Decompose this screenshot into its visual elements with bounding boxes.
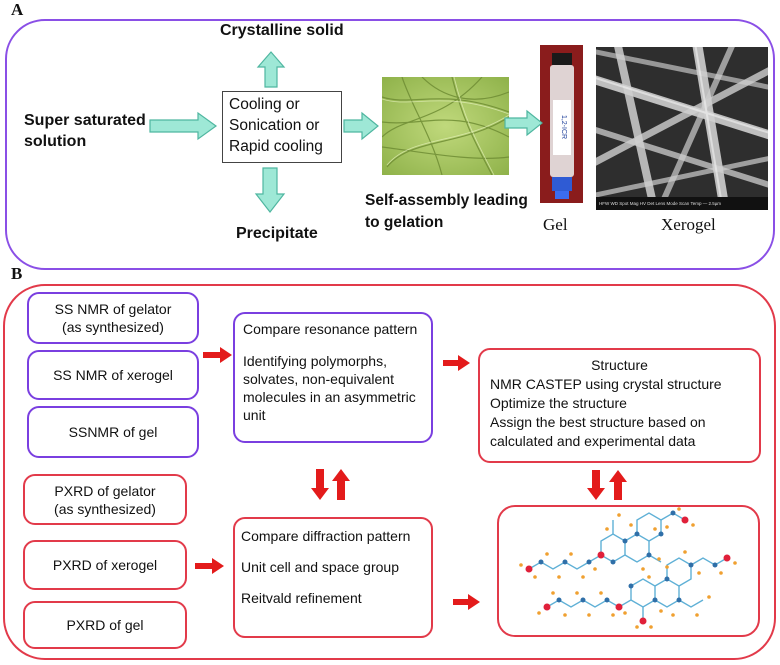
arrow-down-precipitate: [254, 167, 286, 213]
arrow-to-micrograph: [343, 111, 379, 141]
diffraction-line-2: Reitvald refinement: [241, 590, 362, 606]
nmr-gelator-line-2: (as synthesized): [62, 319, 164, 335]
precipitate-label: Precipitate: [236, 225, 318, 242]
arrow-to-gel: [504, 109, 543, 137]
arrow-resonance-to-structure: [443, 355, 470, 371]
structure-line-3: Assign the best structure based on: [490, 414, 706, 430]
pxrd-xerogel-box: PXRD of xerogel: [23, 540, 187, 590]
resonance-line-4: unit: [243, 407, 266, 423]
arrow-down-to-diffraction: [311, 469, 329, 500]
diffraction-title: Compare diffraction pattern: [241, 528, 411, 544]
arrow-nmr-to-resonance: [203, 347, 232, 363]
panel-b-label: B: [11, 264, 23, 283]
arrow-down-to-molecule: [587, 470, 605, 500]
resonance-title: Compare resonance pattern: [243, 321, 418, 337]
gel-fiber-micrograph: [382, 77, 509, 175]
self-assembly-line-1: Self-assembly leading: [365, 192, 528, 209]
crystalline-solid-label: Crystalline solid: [220, 22, 344, 39]
vial-label: 1,2-ICR: [560, 115, 567, 139]
panel-a-frame: [5, 19, 775, 270]
xerogel-sem-image: HFW WD Spot Mag HV Det Lens Mode Scan Te…: [596, 47, 768, 210]
supersaturated-label: Super saturated solution: [24, 112, 146, 150]
structure-line-1: NMR CASTEP using crystal structure: [490, 376, 722, 392]
arrow-up-crystalline: [256, 51, 286, 88]
structure-title: Structure: [591, 357, 648, 373]
xerogel-caption: Xerogel: [661, 215, 716, 234]
gel-vial-photo: 1,2-ICR: [540, 45, 583, 203]
panel-a-label: A: [11, 0, 24, 19]
process-line-1: Cooling or: [229, 96, 300, 113]
nmr-gel-box: SSNMR of gel: [27, 406, 199, 458]
arrow-to-process: [149, 111, 218, 141]
process-line-3: Rapid cooling: [229, 138, 323, 155]
pxrd-gelator-line-1: PXRD of gelator: [54, 482, 156, 499]
resonance-box: Compare resonance pattern Identifying po…: [233, 312, 433, 443]
arrow-pxrd-to-diffraction: [195, 558, 224, 574]
nmr-gel-line-1: SSNMR of gel: [68, 424, 158, 440]
panel-b-frame: [3, 284, 776, 660]
process-box: Cooling or Sonication or Rapid cooling: [222, 91, 342, 163]
structure-line-2: Optimize the structure: [490, 395, 627, 411]
nmr-xerogel-box: SS NMR of xerogel: [27, 350, 199, 400]
arrow-up-to-structure: [609, 470, 627, 500]
nmr-xerogel-line-1: SS NMR of xerogel: [53, 367, 173, 383]
structure-box: Structure NMR CASTEP using crystal struc…: [478, 348, 761, 463]
resonance-line-2: solvates, non-equivalent: [243, 371, 394, 387]
resonance-line-1: Identifying polymorphs,: [243, 353, 387, 369]
diffraction-line-1: Unit cell and space group: [241, 559, 399, 575]
pxrd-xerogel-line-1: PXRD of xerogel: [52, 557, 158, 573]
pxrd-gelator-box: PXRD of gelator (as synthesized): [23, 474, 187, 525]
pxrd-gel-box: PXRD of gel: [23, 601, 187, 649]
nmr-gelator-line-1: SS NMR of gelator: [54, 301, 172, 317]
molecule-drawing: [519, 507, 737, 629]
pxrd-gel-line-1: PXRD of gel: [66, 617, 144, 633]
sem-info-text: HFW WD Spot Mag HV Det Lens Mode Scan Te…: [599, 201, 721, 206]
arrow-up-to-resonance: [332, 469, 350, 500]
self-assembly-label: Self-assembly leading to gelation: [365, 190, 528, 234]
molecule-structure-box: [497, 505, 760, 637]
arrow-diffraction-to-molecule: [453, 594, 480, 610]
gel-caption: Gel: [543, 215, 568, 234]
resonance-line-3: molecules in an asymmetric: [243, 389, 416, 405]
process-line-2: Sonication or: [229, 117, 320, 134]
self-assembly-line-2: to gelation: [365, 214, 444, 231]
structure-line-4: calculated and experimental data: [490, 433, 696, 449]
pxrd-gelator-line-2: (as synthesized): [54, 500, 156, 517]
diffraction-box: Compare diffraction pattern Unit cell an…: [233, 517, 433, 638]
nmr-gelator-box: SS NMR of gelator (as synthesized): [27, 292, 199, 344]
